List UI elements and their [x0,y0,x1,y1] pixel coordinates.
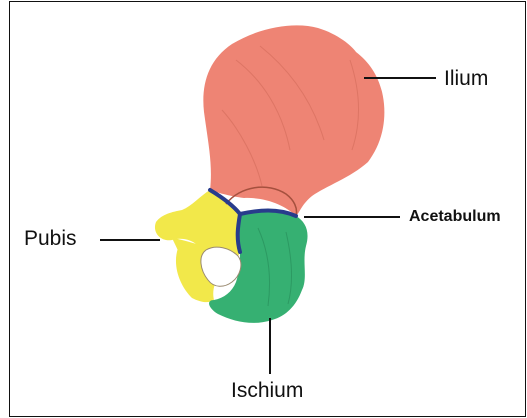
pubis-label: Pubis [24,227,77,251]
acetabulum-label: Acetabulum [409,208,501,226]
ilium-label: Ilium [444,67,488,91]
ischium-label: Ischium [231,379,303,403]
